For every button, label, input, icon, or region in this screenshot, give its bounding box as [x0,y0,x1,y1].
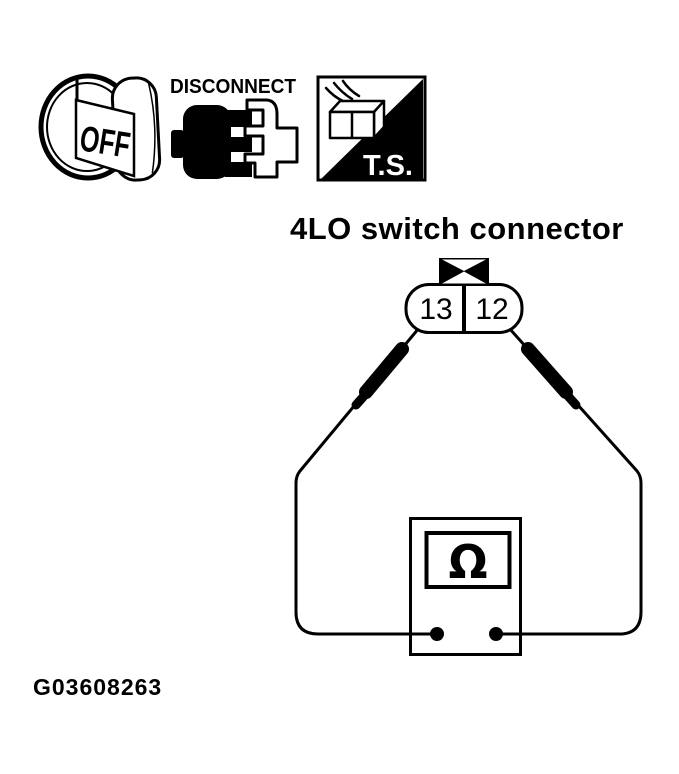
connector-orientation-marker [439,258,489,285]
probe-grips [351,342,581,410]
male-connector-half [171,105,252,179]
test-switch-icon: T.S. [316,75,427,182]
pin-12-label: 12 [475,293,508,326]
disconnect-label: DISCONNECT [170,76,296,98]
ohm-symbol: Ω [448,535,487,589]
test-leads [294,326,643,636]
ts-label: T.S. [363,150,413,182]
pin-13-label: 13 [419,293,452,326]
tester-connector-art [328,99,386,140]
ohmmeter-display [424,531,512,589]
test-lead-left [294,326,439,636]
test-lead-right [494,326,643,636]
probe-left-collar [351,391,369,410]
off-plate [74,98,136,178]
terminal-right [489,627,503,641]
tester-wires [324,79,361,103]
probe-left [359,342,409,399]
female-connector-half [243,98,299,179]
ignition-off-icon: OFF [38,73,162,182]
probe-right-collar [563,391,581,410]
disconnect-icon: DISCONNECT [170,76,299,179]
figure-id: G03608263 [33,674,163,700]
diagram-title: 4LO switch connector [290,211,624,246]
terminal-left [430,627,444,641]
probe-right [521,342,573,399]
key-head-rim [147,83,156,174]
off-label: OFF [77,117,133,165]
